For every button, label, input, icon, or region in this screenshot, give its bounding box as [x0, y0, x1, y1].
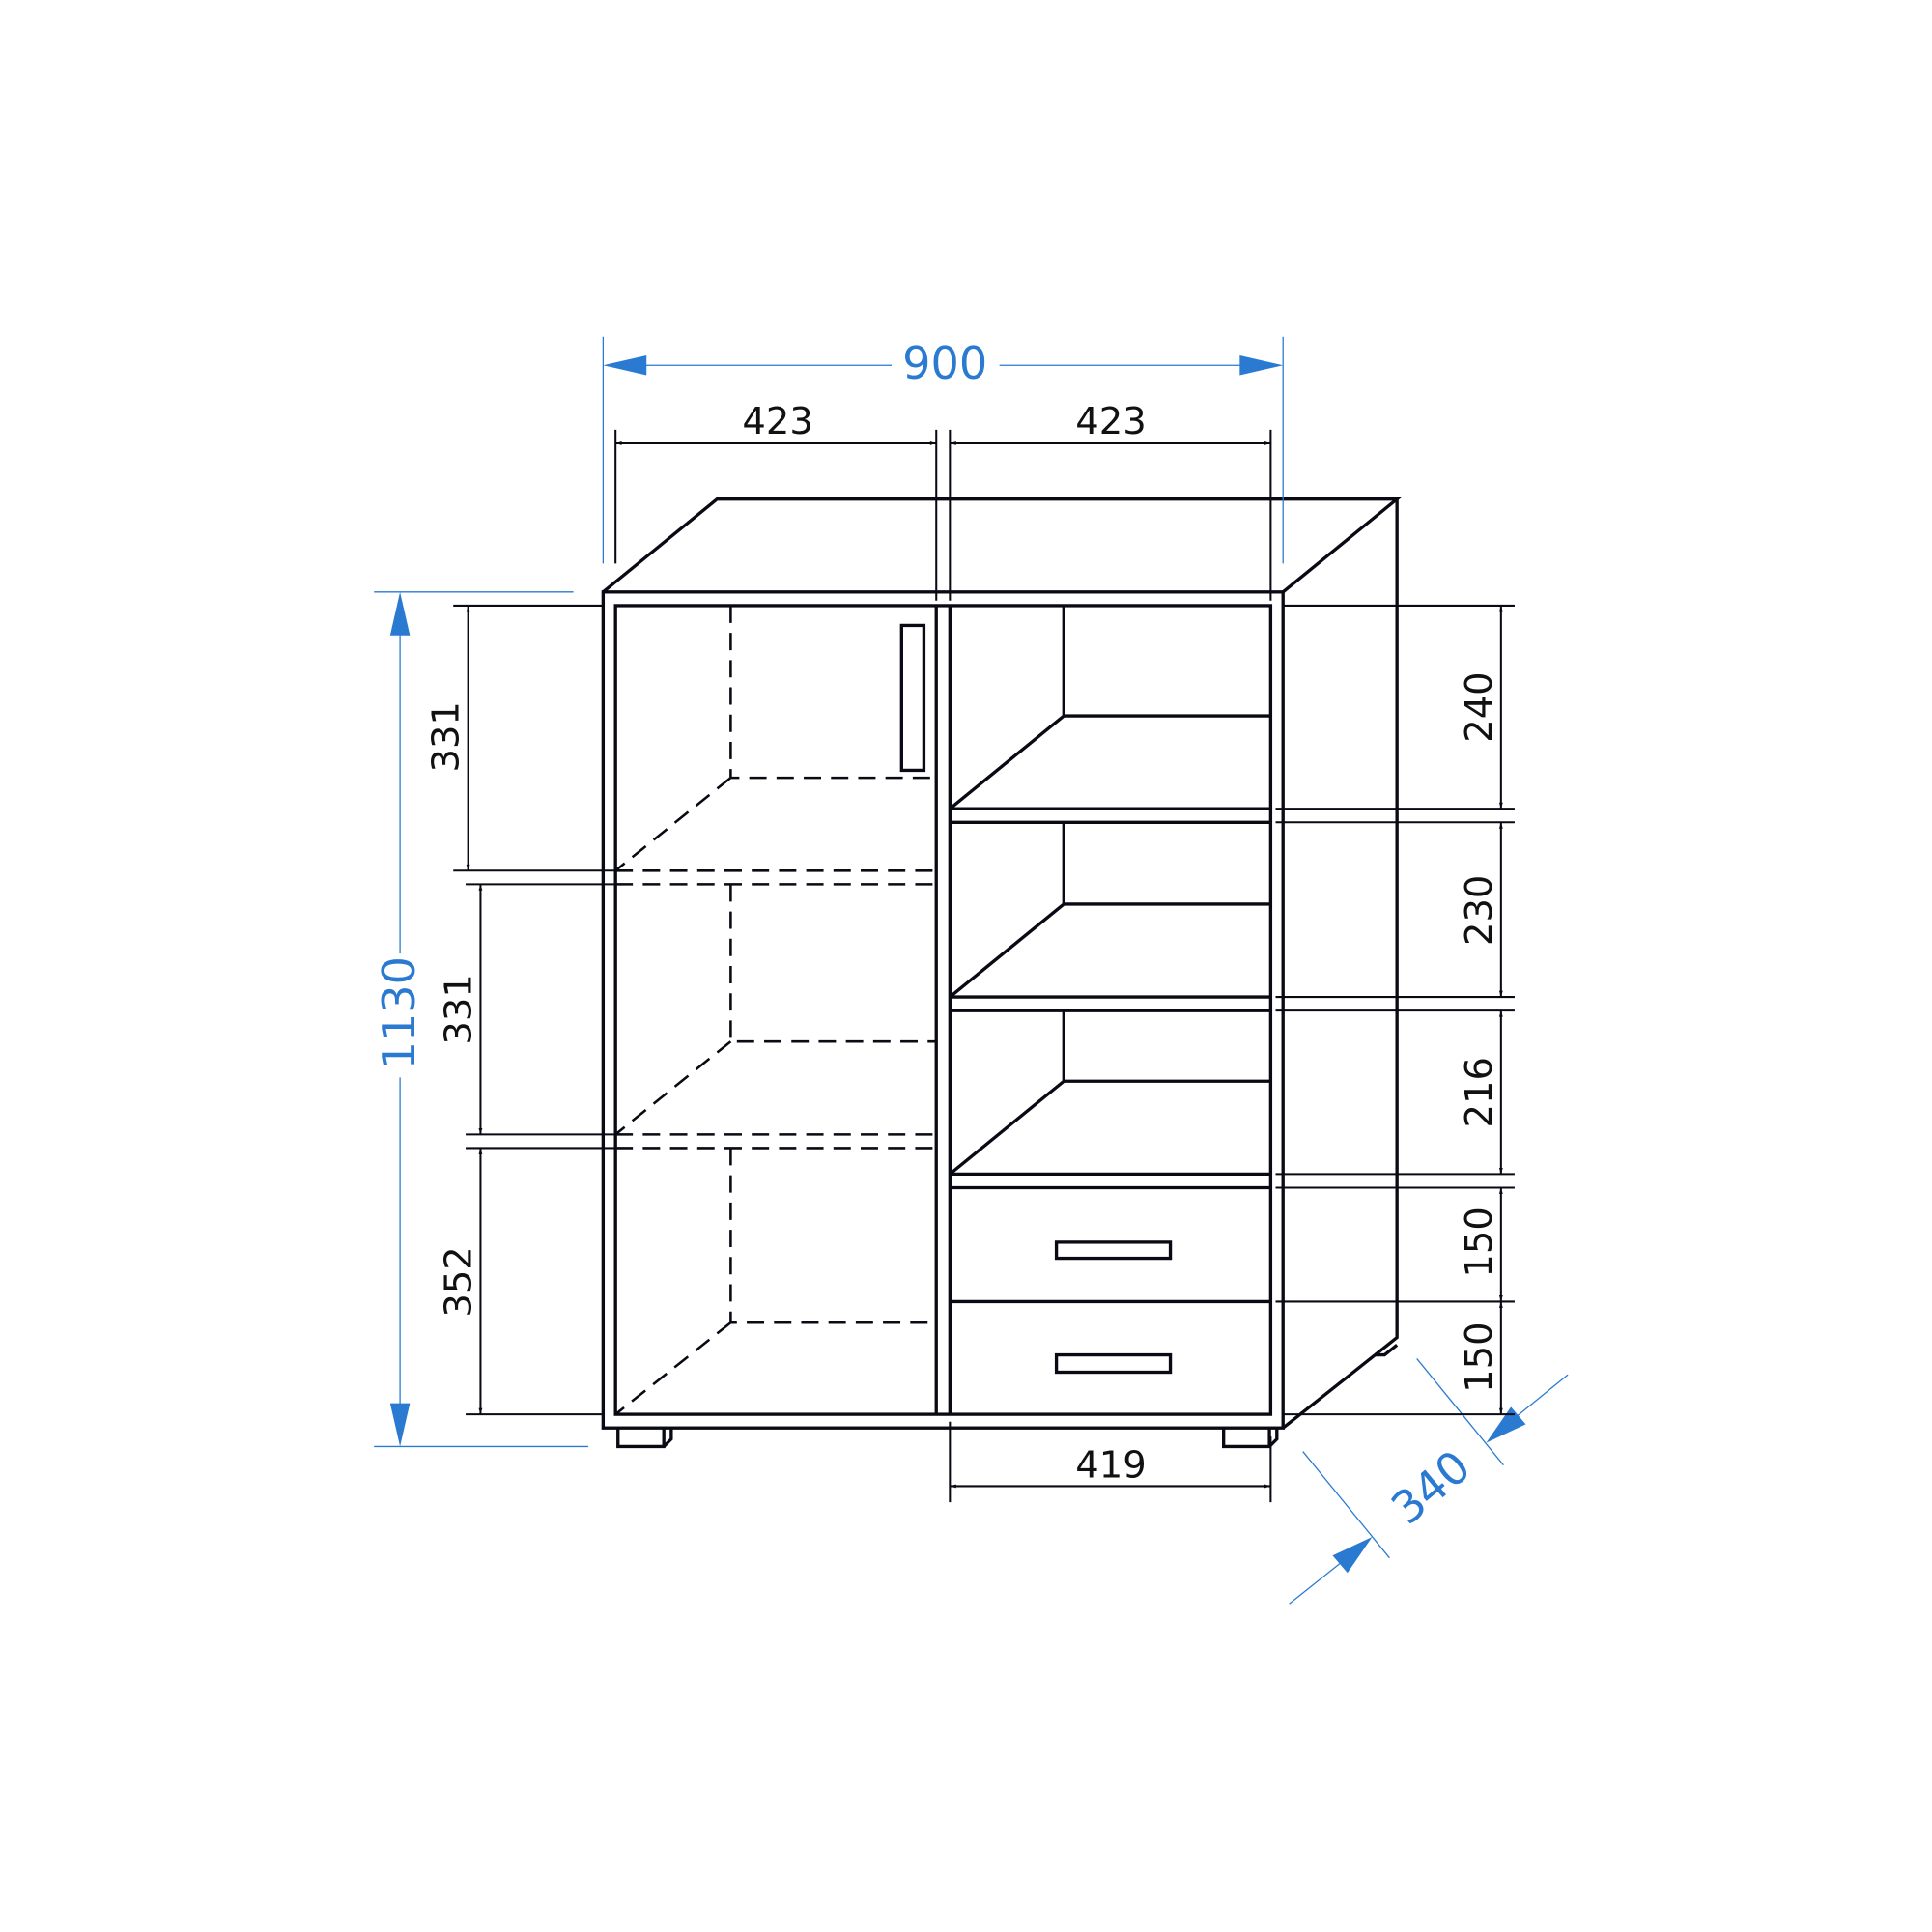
dim-right-heights: 240 230 216 150 150: [1275, 604, 1515, 1416]
dim-label: 150: [1458, 1207, 1501, 1277]
left-foot: [616, 1428, 673, 1449]
dim-bottom-width: 419: [949, 1421, 1272, 1503]
dim-label-width: 900: [902, 337, 987, 389]
dim-label-left-width: 423: [742, 400, 812, 443]
dim-label: 331: [425, 701, 469, 772]
right-foot: [1222, 1428, 1279, 1449]
cabinet-body: [601, 497, 1402, 1449]
dim-label-bottom-width: 419: [1075, 1444, 1146, 1488]
dim-label: 331: [437, 974, 480, 1044]
dim-overall-height: 1130: [373, 591, 588, 1448]
right-shelves: [949, 605, 1271, 1375]
dim-label-height: 1130: [373, 956, 425, 1069]
dim-overall-width: 900: [602, 336, 1284, 564]
dim-label-right-width: 423: [1075, 400, 1146, 443]
dim-label: 216: [1458, 1057, 1501, 1127]
dim-label: 230: [1458, 875, 1501, 946]
dim-label-depth: 340: [1381, 1440, 1480, 1535]
door-handle: [899, 623, 926, 773]
dim-overall-depth: 340: [1289, 1358, 1569, 1605]
dim-left-heights: 331 331 352: [425, 604, 616, 1416]
dim-label: 352: [437, 1246, 480, 1317]
left-compartment-hidden-lines: [614, 605, 937, 1416]
dim-top-widths: 423 423: [614, 400, 1272, 601]
dim-label: 240: [1458, 671, 1501, 742]
dim-label: 150: [1458, 1321, 1501, 1392]
drawer-handle: [1054, 1240, 1173, 1261]
drawer-handle: [1054, 1352, 1173, 1375]
